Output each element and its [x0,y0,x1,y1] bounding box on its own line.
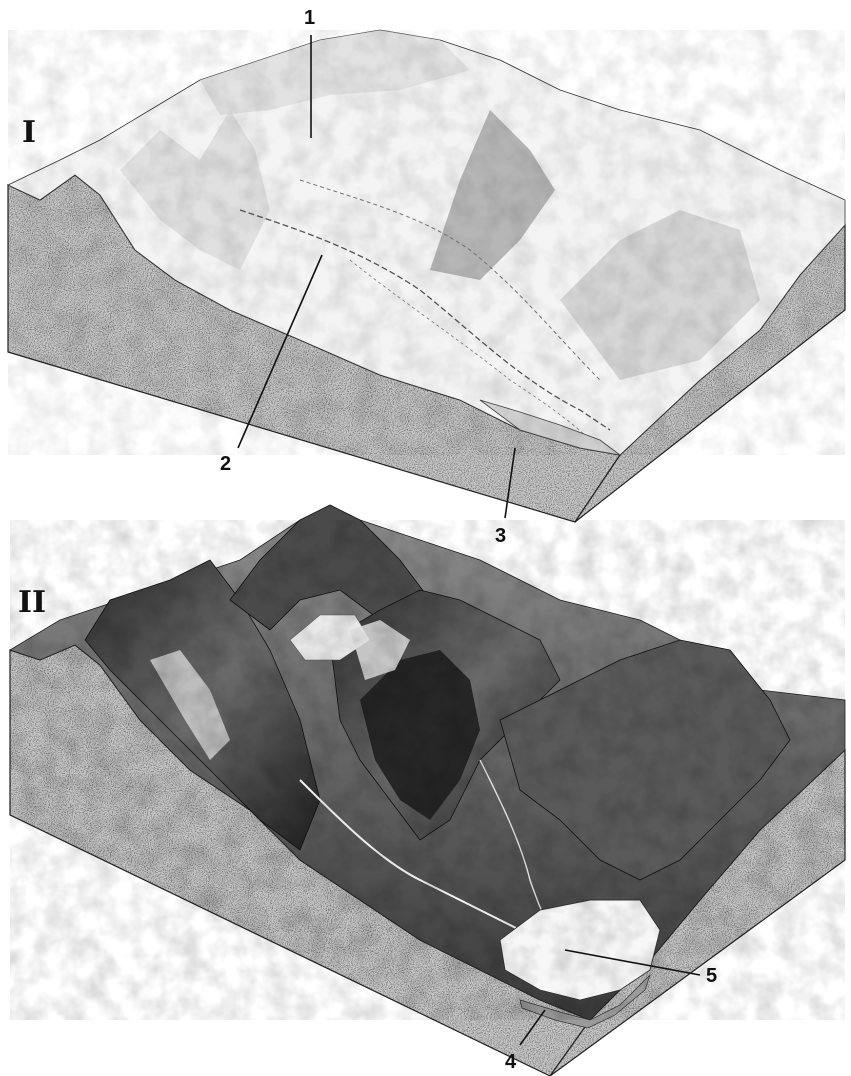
callout-5: 5 [706,965,717,987]
panel-ii: II 4 5 [10,505,845,1076]
callout-1: 1 [304,7,315,29]
panel-i: I 1 2 3 [8,7,845,547]
callout-2: 2 [220,453,231,475]
panel-label-ii: II [18,585,46,620]
callout-3: 3 [495,525,506,547]
callout-4: 4 [505,1051,517,1073]
panel-label-i: I [22,115,36,150]
